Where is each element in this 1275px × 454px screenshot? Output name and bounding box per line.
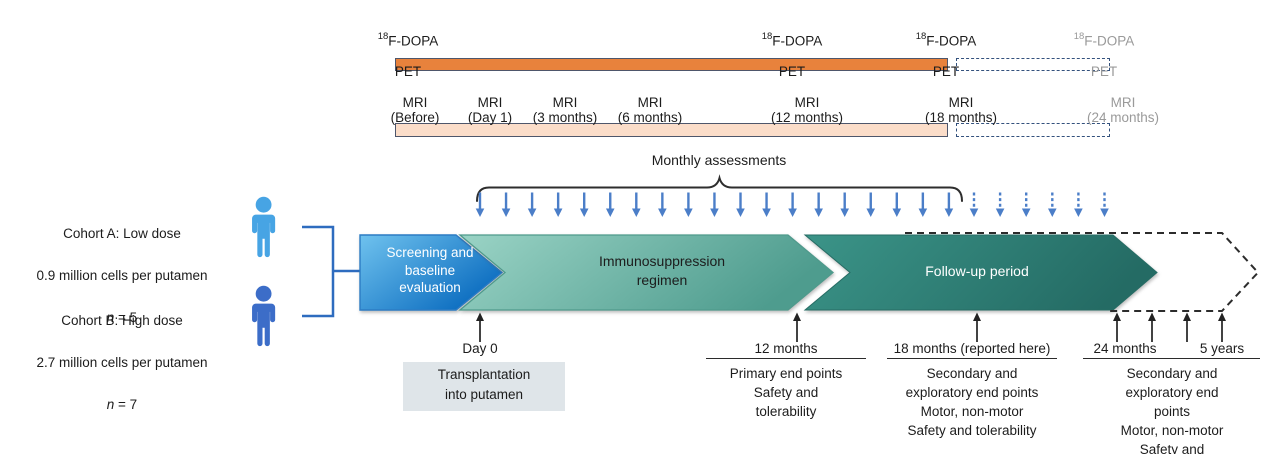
cohort-a-label: Cohort A: Low dose 0.9 million cells per… — [36, 226, 208, 325]
monthly-arrow-icon — [579, 208, 589, 217]
cohort-a-person-icon — [252, 196, 276, 258]
milestone-24mo-underline — [1083, 358, 1260, 359]
milestone-arrows — [476, 312, 1226, 342]
monthly-assessment-arrows — [475, 192, 1109, 217]
isotope-superscript: 18 — [915, 30, 927, 42]
mri-timeline-bar-extension — [956, 123, 1110, 137]
milestone-up-arrow-icon — [1148, 312, 1156, 321]
transplantation-box: Transplantation into putamen — [403, 362, 565, 411]
phase-immunosuppression-chevron — [458, 234, 835, 311]
pet-scan-label: 18F-DOPA PET — [915, 30, 977, 80]
phase-immunosuppression-label: Immunosuppression regimen — [598, 253, 726, 288]
milestone-12mo-title: 12 months — [754, 341, 818, 356]
milestone-18mo-underline — [887, 358, 1057, 359]
monthly-assessments-brace — [476, 174, 963, 202]
monthly-arrow-icon — [736, 208, 745, 217]
monthly-arrow-icon — [710, 208, 719, 217]
mri-scan-label: MRI(Day 1) — [467, 94, 513, 126]
milestone-up-arrow-icon — [973, 312, 981, 321]
mri-scan-label: MRI(6 months) — [617, 94, 683, 126]
milestone-18mo-title: 18 months (reported here) — [893, 341, 1051, 356]
monthly-assessments-label: Monthly assessments — [651, 152, 787, 168]
milestone-up-arrow-icon — [793, 312, 801, 321]
monthly-arrow-icon — [814, 208, 823, 217]
milestone-18mo-endpoints: Secondary and exploratory end points Mot… — [905, 366, 1039, 438]
isotope-superscript: 18 — [1073, 30, 1085, 42]
pet-scan-label: 18F-DOPA PET — [761, 30, 823, 80]
phase-extension-chevron-dashed — [905, 232, 1260, 312]
pet-scan-label: 18F-DOPA PET — [377, 30, 439, 80]
monthly-arrow-icon — [605, 208, 615, 217]
monthly-arrow-icon — [918, 208, 928, 217]
mri-scan-label: MRI(3 months) — [532, 94, 598, 126]
milestone-24mo-endpoints: Secondary and exploratory end points Mot… — [1120, 366, 1224, 454]
milestone-5yr-title: 5 years — [1199, 341, 1245, 356]
phase-screening-label: Screening and baseline evaluation — [386, 245, 474, 295]
phase-followup-label: Follow-up period — [925, 263, 1029, 279]
monthly-arrow-dashed-icon — [1021, 208, 1031, 217]
mri-timeline-bar — [395, 123, 948, 137]
milestone-24mo-title: 24 months — [1093, 341, 1157, 356]
day0-title: Day 0 — [462, 341, 498, 356]
monthly-arrow-dashed-icon — [1048, 208, 1057, 217]
isotope-superscript: 18 — [761, 30, 773, 42]
milestone-up-arrow-icon — [1113, 312, 1121, 321]
pet-timeline-bar — [395, 58, 948, 71]
pet-scan-label-dimmed: 18F-DOPA PET — [1073, 30, 1135, 80]
monthly-arrow-icon — [632, 208, 641, 217]
isotope-superscript: 18 — [377, 30, 389, 42]
cohort-b-label: Cohort B: High dose 2.7 million cells pe… — [36, 313, 208, 412]
monthly-arrow-dashed-icon — [1100, 208, 1109, 217]
phase-screening-chevron — [359, 234, 504, 311]
milestone-up-arrow-icon — [476, 312, 484, 321]
pet-timeline-bar-extension — [956, 58, 1110, 71]
milestone-up-arrow-icon — [1218, 312, 1226, 321]
monthly-arrow-icon — [944, 208, 954, 217]
mri-scan-label: MRI(Before) — [390, 94, 440, 126]
monthly-arrow-icon — [866, 208, 876, 217]
cohort-bracket — [302, 225, 361, 318]
monthly-arrow-icon — [475, 208, 485, 217]
monthly-arrow-icon — [527, 208, 537, 217]
monthly-arrow-dashed-icon — [995, 208, 1005, 217]
monthly-arrow-icon — [684, 208, 693, 217]
mri-scan-label: MRI(18 months) — [924, 94, 998, 126]
monthly-arrow-icon — [840, 208, 849, 217]
cohort-b-person-icon — [252, 285, 276, 347]
monthly-arrow-icon — [553, 208, 563, 217]
milestone-12mo-underline — [706, 358, 866, 359]
monthly-arrow-dashed-icon — [1074, 208, 1083, 217]
monthly-arrow-icon — [658, 208, 667, 217]
milestone-up-arrow-icon — [1183, 312, 1191, 321]
monthly-arrow-icon — [501, 208, 511, 217]
monthly-arrow-icon — [892, 208, 902, 217]
monthly-arrow-icon — [762, 208, 771, 217]
mri-scan-label: MRI(12 months) — [770, 94, 844, 126]
monthly-arrow-icon — [788, 208, 797, 217]
mri-scan-label-dimmed: MRI(24 months) — [1086, 94, 1160, 126]
milestone-12mo-endpoints: Primary end points Safety and tolerabili… — [729, 366, 843, 419]
monthly-arrow-dashed-icon — [969, 208, 979, 217]
